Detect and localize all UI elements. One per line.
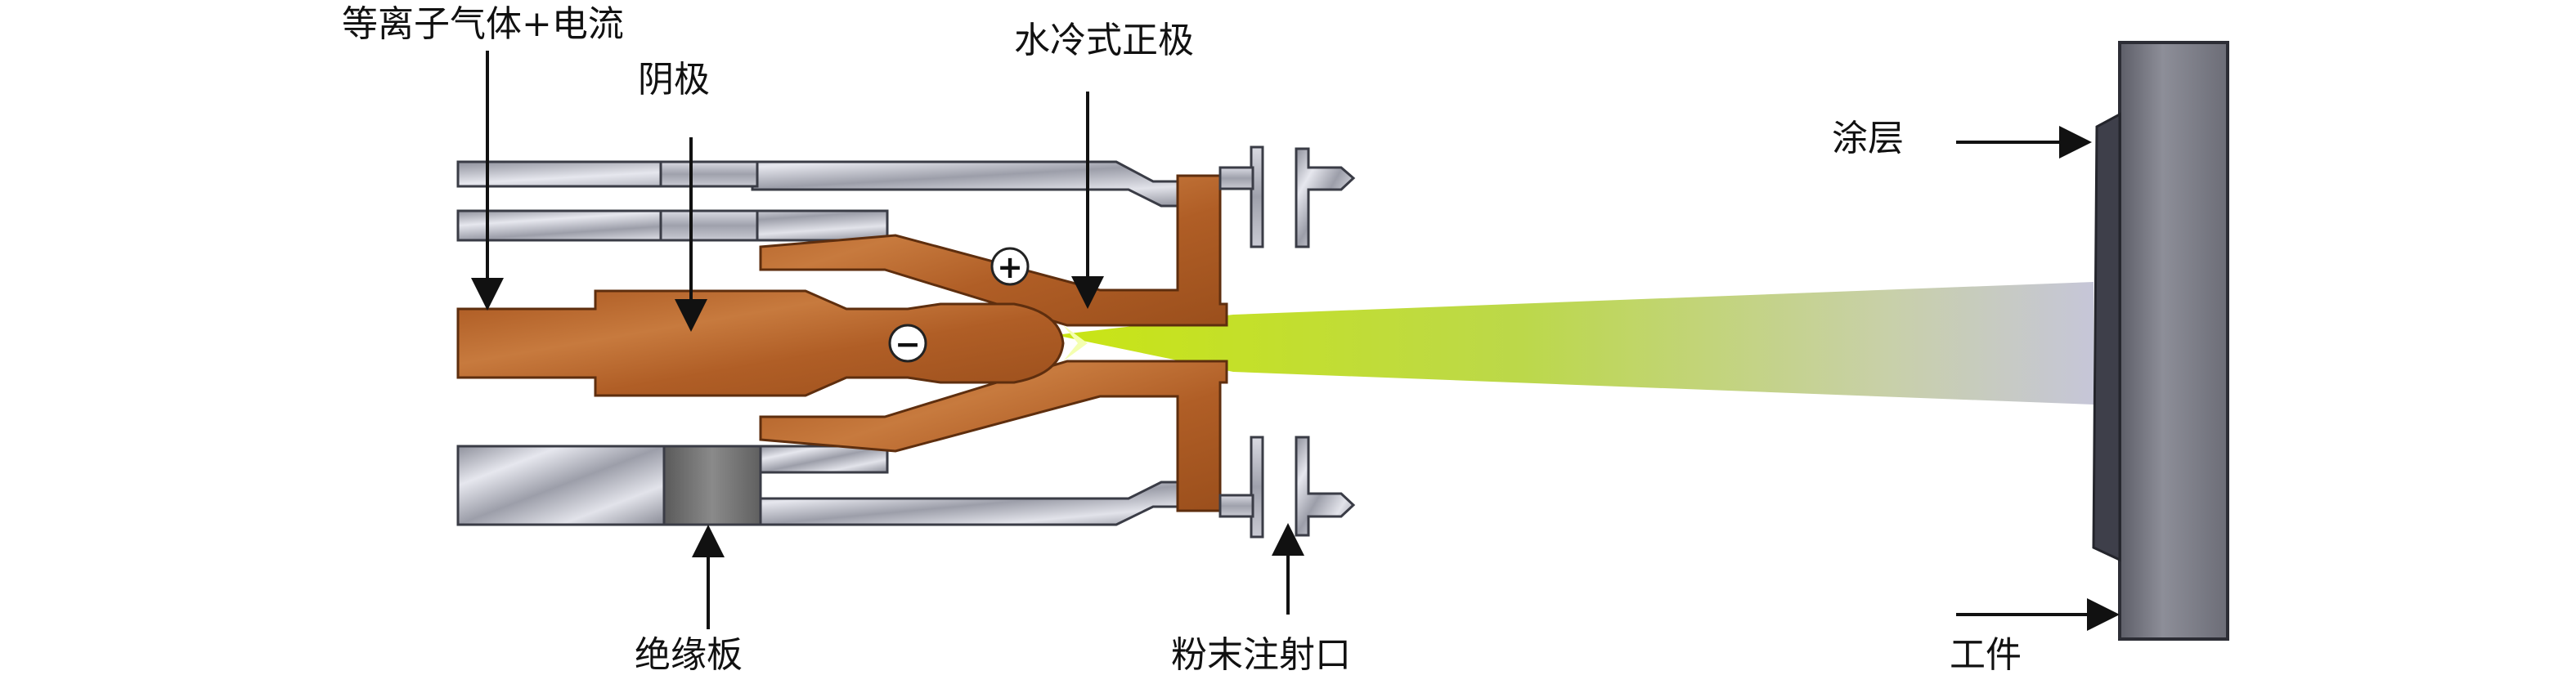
label-workpiece: 工件 — [1950, 634, 2022, 676]
inner-shell-bottom — [759, 445, 889, 474]
insulating-plate — [662, 445, 762, 526]
anode-upper — [759, 174, 1228, 327]
insulator-top-small — [659, 160, 759, 188]
arc-spark — [1063, 325, 1088, 361]
anode-polarity-symbol: + — [990, 247, 1030, 286]
powder-injector-upper — [1218, 145, 1356, 248]
outer-shell-top — [456, 160, 1222, 208]
svg-text:−: − — [895, 326, 921, 362]
powder-injector-lower — [1218, 436, 1356, 539]
anode-lower — [759, 360, 1228, 512]
plasma-plume — [1055, 282, 2094, 405]
label-coating: 涂层 — [1832, 118, 1904, 159]
label-plasma-gas-current: 等离子气体+电流 — [342, 3, 624, 45]
insulator-top-small-2 — [659, 209, 759, 242]
label-cathode: 阴极 — [638, 59, 710, 101]
label-water-cooled-anode: 水冷式正极 — [1014, 20, 1194, 61]
label-powder-injection-port: 粉末注射口 — [1171, 634, 1351, 676]
cathode — [456, 289, 1065, 397]
cathode-polarity-symbol: − — [888, 324, 927, 363]
outer-shell-bottom — [759, 481, 1222, 526]
outer-block-bottom — [456, 445, 666, 526]
label-insulating-plate: 绝缘板 — [635, 634, 743, 676]
coating-layer — [2092, 112, 2121, 562]
svg-text:+: + — [997, 249, 1023, 285]
workpiece — [2118, 41, 2229, 641]
